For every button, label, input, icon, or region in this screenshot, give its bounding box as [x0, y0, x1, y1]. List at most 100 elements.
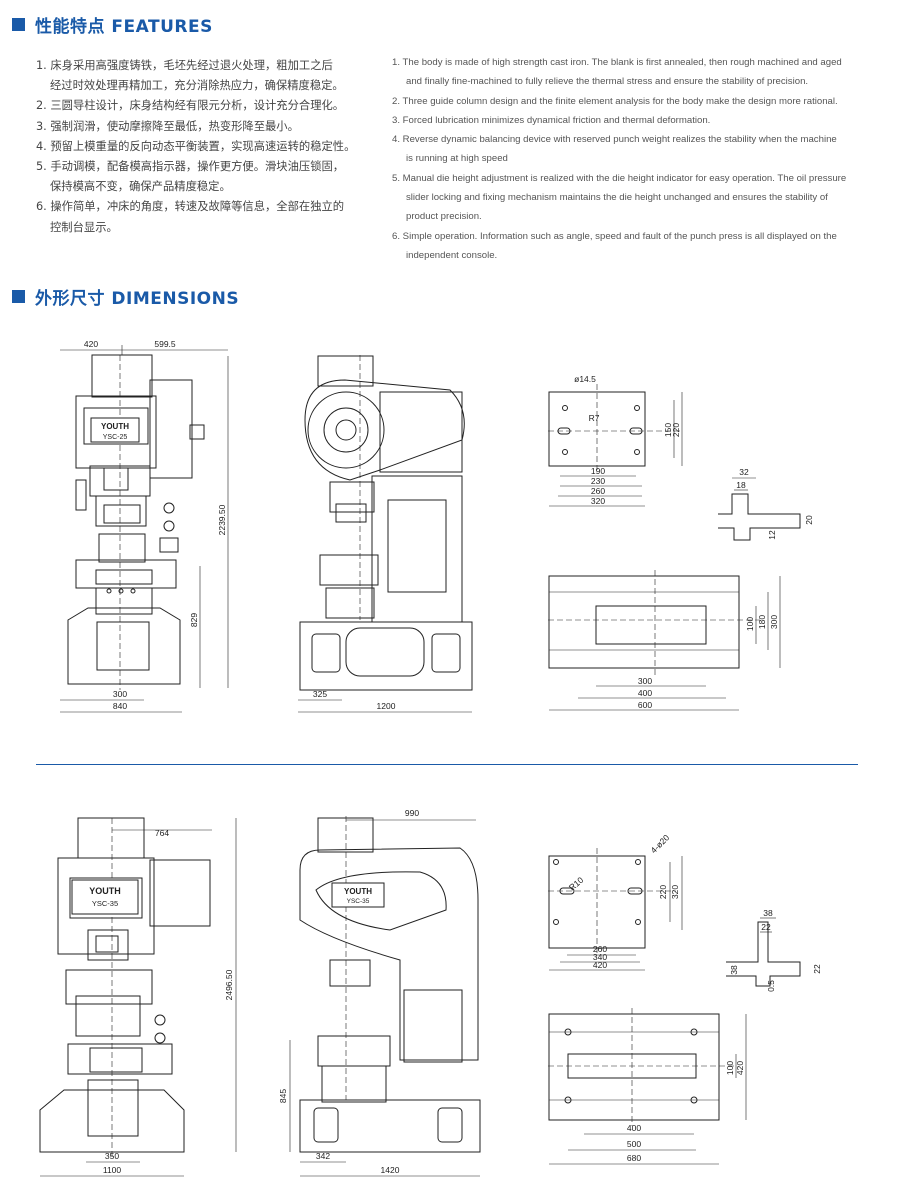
machine1-tslot-section [718, 477, 801, 541]
dimensions-title: 外形尺寸 DIMENSIONS [35, 289, 240, 309]
machine1-side-view [298, 355, 473, 713]
m1-bolster-w4: 320 [591, 496, 605, 506]
m2-side-top: 990 [405, 808, 419, 818]
feature-zh-item-line: 5. 手动调模，配备模高指示器，操作更方便。滑块油压锁固， [36, 160, 345, 174]
m1-front-top-right: 599.5 [154, 339, 176, 349]
m1-slide-h1: 100 [745, 617, 755, 631]
m2-slide-h1: 100 [725, 1061, 735, 1075]
m1-bolster-h2: 220 [671, 423, 681, 437]
machine2-brand: YOUTH [89, 886, 121, 896]
feature-en-item-line: is running at high speed [406, 153, 508, 165]
m1-bolster-w3: 260 [591, 486, 605, 496]
feature-en-item-4: 4. Reverse dynamic balancing device with… [392, 130, 892, 169]
m2-front-height: 2496.50 [224, 969, 234, 1000]
feature-en-item-1: 1. The body is made of high strength cas… [392, 53, 892, 92]
m1-bolster-hole: ø14.5 [574, 374, 596, 384]
m2-slide-h2: 420 [735, 1061, 745, 1075]
feature-en-item-line: slider locking and fixing mechanism main… [406, 192, 828, 204]
m2-bolster-w2: 340 [593, 952, 607, 962]
machine2-slide-plan [548, 1008, 747, 1165]
machine2-front-view [39, 817, 237, 1177]
feature-en-item-line: product precision. [406, 211, 482, 223]
m1-side-width: 1200 [377, 701, 396, 711]
feature-en-item-6: 6. Simple operation. Information such as… [392, 227, 892, 266]
m2-slide-w1: 400 [627, 1123, 641, 1133]
m2-slide-w3: 680 [627, 1153, 641, 1163]
m2-bolster-w3: 420 [593, 960, 607, 970]
m1-slide-w2: 400 [638, 688, 652, 698]
feature-en-item-line: 4. Reverse dynamic balancing device with… [392, 134, 837, 146]
m1-front-bottom-inner: 300 [113, 689, 127, 699]
feature-zh-item-line: 2. 三圆导柱设计，床身结构经有限元分析，设计充分合理化。 [36, 99, 345, 113]
m2-bolster-h2: 320 [670, 885, 680, 899]
m2-side-bed-height: 845 [278, 1089, 288, 1103]
feature-en-item-line: 3. Forced lubrication minimizes dynamica… [392, 114, 711, 126]
feature-zh-item-1: 1. 床身采用高强度铸铁，毛坯先经过退火处理，粗加工之后经过时效处理再精加工，充… [36, 56, 376, 96]
feature-zh-item-6: 6. 操作简单，冲床的角度，转速及故障等信息，全部在独立的控制台显示。 [36, 197, 376, 237]
feature-zh-item-4: 4. 预留上模重量的反向动态平衡装置，实现高速运转的稳定性。 [36, 137, 376, 157]
feature-zh-item-line: 保持模高不变，确保产品精度稳定。 [50, 180, 231, 194]
m1-tslot-h2: 12 [767, 530, 777, 540]
m1-bolster-radius: R7 [589, 413, 600, 423]
feature-en-item-line: 5. Manual die height adjustment is reali… [392, 172, 847, 184]
m2-bolster-h1: 220 [658, 885, 668, 899]
features-zh-list: 1. 床身采用高强度铸铁，毛坯先经过退火处理，粗加工之后经过时效处理再精加工，充… [36, 56, 376, 238]
m2-front-top-right: 764 [155, 828, 169, 838]
feature-zh-item-line: 3. 强制润滑，使动摩擦降至最低，热变形降至最小。 [36, 119, 299, 133]
feature-en-item-5: 5. Manual die height adjustment is reali… [392, 169, 892, 227]
feature-en-item-3: 3. Forced lubrication minimizes dynamica… [392, 111, 892, 130]
feature-zh-item-line: 控制台显示。 [50, 220, 118, 234]
m2-front-bottom-outer: 1100 [103, 1165, 122, 1175]
m1-slide-w1: 300 [638, 676, 652, 686]
machine2-side-view [289, 816, 481, 1177]
m2-slide-w2: 500 [627, 1139, 641, 1149]
feature-en-item-line: 1. The body is made of high strength cas… [392, 57, 842, 68]
feature-zh-item-line: 6. 操作简单，冲床的角度，转速及故障等信息，全部在独立的 [36, 200, 345, 214]
machine2-side-model: YSC-35 [347, 898, 370, 905]
m1-slide-h3: 300 [769, 615, 779, 629]
machine2-side-brand: YOUTH [344, 887, 372, 896]
m1-slide-h2: 180 [757, 615, 767, 629]
machine2-model: YSC-35 [92, 899, 118, 908]
m2-tslot-w1: 38 [763, 908, 773, 918]
m2-side-width: 1420 [381, 1165, 400, 1175]
m2-bolster-radius: R10 [567, 875, 586, 893]
machine1-model: YSC-25 [103, 434, 128, 441]
m1-tslot-w2: 18 [736, 480, 746, 490]
feature-en-item-line: and finally fine-machined to fully relie… [406, 76, 809, 88]
m2-bolster-w1: 260 [593, 944, 607, 954]
section-square-icon [12, 290, 25, 303]
feature-zh-item-5: 5. 手动调模，配备模高指示器，操作更方便。滑块油压锁固， 保持模高不变，确保产品… [36, 157, 376, 197]
m2-front-bottom-inner: 350 [105, 1151, 119, 1161]
feature-zh-item-3: 3. 强制润滑，使动摩擦降至最低，热变形降至最小。 [36, 117, 376, 137]
m2-tslot-h3: 0.5 [766, 980, 776, 992]
m2-tslot-h2: 22 [812, 964, 822, 974]
m2-tslot-w2: 22 [761, 922, 771, 932]
m1-front-top-left: 420 [84, 339, 98, 349]
feature-en-item-2: 2. Three guide column design and the fin… [392, 92, 892, 111]
m1-front-bed-height: 829 [189, 613, 199, 627]
m1-tslot-h1: 20 [804, 515, 814, 525]
machine2-tslot-section [726, 917, 801, 987]
m2-bolster-hole: 4-ø20 [648, 832, 671, 855]
m1-tslot-w1: 32 [739, 467, 749, 477]
feature-zh-item-2: 2. 三圆导柱设计，床身结构经有限元分析，设计充分合理化。 [36, 96, 376, 116]
m1-bolster-w1: 190 [591, 466, 605, 476]
features-header: 性能特点 FEATURES [12, 12, 213, 37]
m1-slide-w3: 600 [638, 700, 652, 710]
m2-tslot-h1: 38 [729, 965, 739, 975]
feature-zh-item-line: 经过时效处理再精加工，充分消除热应力，确保精度稳定。 [50, 79, 344, 93]
features-en-list: 1. The body is made of high strength cas… [392, 53, 892, 265]
m1-bolster-w2: 230 [591, 476, 605, 486]
m1-bolster-h1: 150 [663, 423, 673, 437]
m1-side-left: 325 [313, 689, 327, 699]
section-divider [36, 764, 858, 765]
m2-side-left: 342 [316, 1151, 330, 1161]
machine1-bolster-plan [548, 384, 683, 507]
machine1-brand: YOUTH [101, 422, 129, 431]
feature-zh-item-line: 4. 预留上模重量的反向动态平衡装置，实现高速运转的稳定性。 [36, 139, 356, 153]
machine2-bolster-plan [548, 848, 683, 971]
section-square-icon [12, 18, 25, 31]
machine1-slide-plan [548, 570, 781, 711]
